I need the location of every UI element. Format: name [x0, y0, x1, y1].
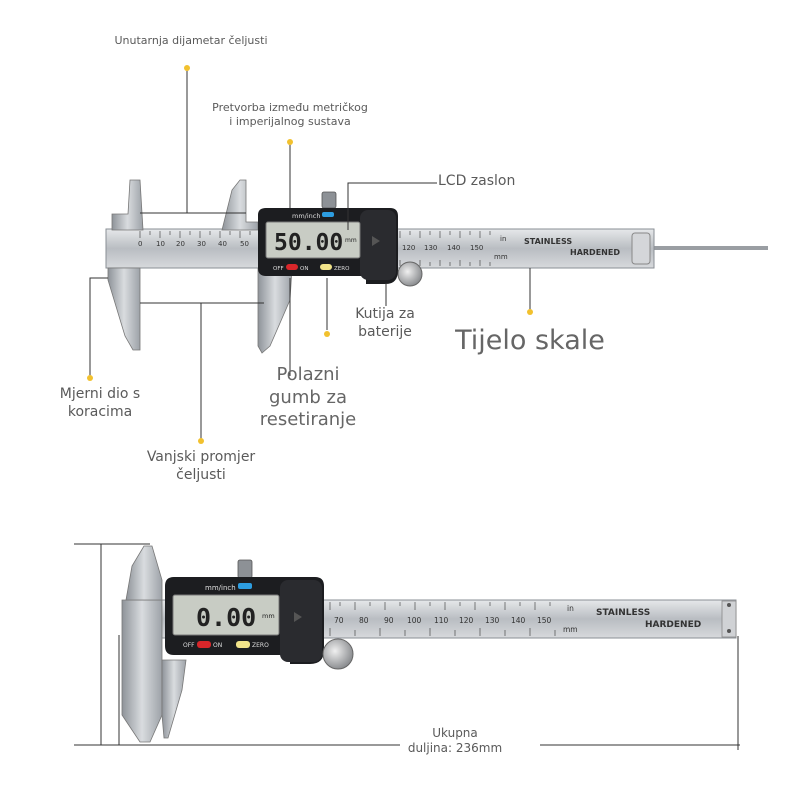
beam-number: 140 — [447, 244, 460, 252]
mm-label: mm — [494, 253, 508, 261]
scale-number: 20 — [176, 240, 185, 248]
callout-dot — [287, 139, 293, 145]
brand-hardened: HARDENED — [570, 248, 620, 257]
reset-line-3: resetiranje — [259, 409, 357, 430]
callout-dot — [198, 438, 204, 444]
depth-rod — [650, 246, 768, 250]
thumb-roller[interactable] — [322, 638, 354, 670]
zero-label: ZERO — [334, 266, 350, 272]
callout-lines — [89, 68, 531, 440]
beam-number: 140 — [511, 616, 526, 625]
outer-jaw-line-2: čeljusti — [176, 466, 226, 483]
sliding-jaw-bottom — [161, 659, 187, 739]
zero-button[interactable] — [320, 264, 332, 270]
reset-line-1: Polazni — [276, 364, 340, 385]
lcd-screen-top — [265, 221, 361, 259]
scale-number: 40 — [218, 240, 227, 248]
lcd-screen-bottom — [172, 594, 280, 636]
sliding-outer-jaw — [257, 267, 293, 354]
on-label: ON — [300, 266, 308, 272]
step-line-1: Mjerni dio s — [59, 386, 141, 402]
beam-number: 130 — [485, 616, 500, 625]
fixed-inner-jaw — [111, 179, 144, 231]
outer-jaw-line-1: Vanjski promjer — [146, 449, 256, 465]
unit-conversion-line-2: i imperijalnog sustava — [229, 114, 351, 128]
step-measure-label: Mjerni dio s koracima — [50, 386, 150, 421]
in-label: in — [567, 604, 574, 613]
unit-button-label: mm/inch — [205, 584, 236, 592]
power-button[interactable] — [286, 264, 298, 270]
beam-number: 90 — [384, 616, 394, 625]
step-line-2: koracima — [67, 403, 133, 420]
unit-conversion-line-1: Pretvorba između metričkog — [212, 101, 368, 114]
beam-number: 120 — [459, 616, 474, 625]
beam-number: 70 — [334, 616, 344, 625]
beam-number: 130 — [424, 244, 437, 252]
battery-line-2: baterije — [358, 323, 412, 340]
zero-label: ZERO — [252, 642, 269, 649]
thumb-screw[interactable] — [321, 191, 337, 209]
on-label: ON — [213, 642, 222, 649]
unit-button[interactable] — [322, 212, 334, 217]
inner-jaw-label: Unutarnja dijametar čeljusti — [114, 34, 268, 47]
in-label: in — [500, 235, 506, 243]
reset-button-label: Polazni gumb za resetiranje — [250, 364, 366, 432]
unit-button-label: mm/inch — [292, 212, 320, 220]
thumb-screw[interactable] — [237, 559, 253, 579]
beam-number: 110 — [434, 616, 449, 625]
callout-dot — [324, 331, 330, 337]
mm-label: mm — [563, 625, 578, 634]
brand-hardened: HARDENED — [645, 620, 701, 630]
scale-number: 30 — [197, 240, 206, 248]
total-length-line-2: duljina: 236mm — [407, 741, 503, 755]
lcd-label: LCD zaslon — [438, 173, 516, 189]
scale-number: 0 — [138, 240, 142, 248]
total-length-label: Ukupna duljina: 236mm — [400, 726, 510, 756]
off-label: OFF — [183, 642, 195, 649]
beam-scale-ticks-bottom — [329, 602, 556, 636]
fixed-inner-jaw-bottom — [125, 545, 163, 601]
top-caliper: 0 10 20 30 40 50 120 130 140 150 in mm S… — [105, 179, 768, 354]
brand-stainless: STAINLESS — [524, 237, 572, 246]
scale-number: 50 — [240, 240, 249, 248]
scale-body-label: Tijelo skale — [455, 325, 605, 356]
sliding-inner-jaw — [221, 179, 259, 231]
battery-line-1: Kutija za — [355, 306, 415, 322]
bottom-caliper: 70 80 90 100 110 120 130 140 150 in mm S… — [121, 545, 737, 743]
off-label: OFF — [273, 266, 284, 272]
beam-scale-ticks-top — [139, 231, 491, 266]
power-button[interactable] — [197, 641, 211, 648]
scale-number: 10 — [156, 240, 165, 248]
unit-conversion-label: Pretvorba između metričkog i imperijalno… — [200, 101, 380, 129]
reset-line-2: gumb za — [269, 386, 347, 408]
lcd-readout-top: 50.00 — [274, 230, 343, 256]
fixed-outer-jaw — [107, 267, 141, 351]
beam-number: 100 — [407, 616, 422, 625]
lcd-unit-top: mm — [345, 237, 357, 244]
dimension-lines — [74, 543, 740, 750]
beam-number: 120 — [402, 244, 415, 252]
zero-button[interactable] — [236, 641, 250, 648]
lcd-unit-bottom: mm — [262, 612, 275, 620]
beam-number: 150 — [537, 616, 552, 625]
beam-number: 150 — [470, 244, 483, 252]
unit-button[interactable] — [238, 583, 252, 589]
callout-dot — [87, 375, 93, 381]
lcd-readout-bottom: 0.00 — [196, 603, 256, 632]
thumb-roller[interactable] — [397, 261, 423, 287]
fixed-jaw-bottom — [121, 599, 163, 743]
total-length-line-1: Ukupna — [432, 726, 478, 740]
callout-dot — [527, 309, 533, 315]
brand-stainless: STAINLESS — [596, 608, 650, 618]
battery-label: Kutija za baterije — [345, 306, 425, 341]
outer-jaw-label: Vanjski promjer čeljusti — [140, 449, 262, 484]
callout-dot — [184, 65, 190, 71]
beam-number: 80 — [359, 616, 369, 625]
